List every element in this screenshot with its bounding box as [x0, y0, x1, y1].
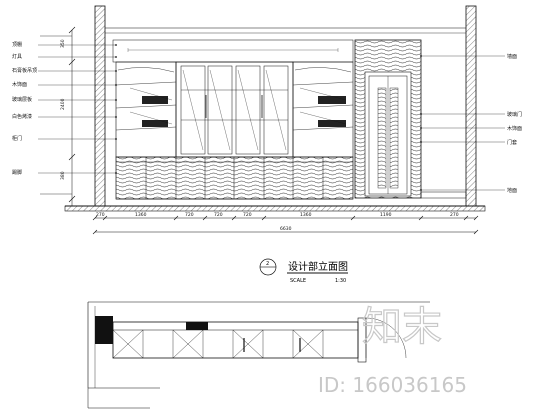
svg-text:白色烤漆: 白色烤漆 [12, 113, 32, 120]
left-callout: 木饰面 [12, 81, 116, 88]
left-callouts: 顶棚 灯具 石膏板吊顶 木饰面 玻璃层板 白色烤漆 [12, 41, 117, 176]
right-wall [465, 5, 477, 207]
dim-bottom-7: 1190 [380, 212, 392, 218]
svg-text:玻璃门: 玻璃门 [507, 111, 522, 118]
right-callout: 墙面 [421, 53, 517, 60]
svg-text:踢脚: 踢脚 [12, 169, 22, 176]
left-callout: 石膏板吊顶 [12, 67, 116, 74]
bottom-dimensions: 270 1360 720 720 720 1360 1190 270 6630 [92, 212, 479, 235]
plan-cabinet-run [112, 321, 359, 359]
watermark-logo: 知末 [362, 304, 442, 350]
left-callout: 踢脚 [12, 169, 116, 176]
dim-vertical-3: 350 [60, 39, 66, 48]
left-callout: 白色烤漆 [12, 113, 116, 120]
left-callout: 顶棚 [12, 41, 116, 48]
svg-text:玻璃层板: 玻璃层板 [12, 96, 32, 103]
svg-text:柜门: 柜门 [12, 135, 22, 142]
plan-wall-solid [95, 316, 113, 344]
dim-bottom-5: 720 [243, 212, 252, 218]
elevation: 2400 380 350 顶棚 灯具 石膏板吊顶 木饰面 [12, 5, 522, 235]
svg-text:木饰面: 木饰面 [507, 125, 522, 132]
left-callout: 玻璃层板 [12, 96, 116, 103]
right-callout: 木饰面 [421, 125, 522, 132]
plan-view [87, 301, 430, 409]
svg-text:石膏板吊顶: 石膏板吊顶 [12, 67, 37, 74]
dim-total: 6630 [280, 226, 292, 232]
page-title: 设计部立面图 [288, 260, 348, 273]
svg-text:灯具: 灯具 [12, 53, 22, 60]
left-callout: 灯具 [12, 53, 116, 60]
dim-vertical-2: 380 [60, 171, 66, 180]
dim-bottom-4: 720 [214, 212, 223, 218]
glass-cabinet-doors [175, 61, 294, 158]
dim-vertical-1: 2400 [60, 98, 66, 110]
right-callouts: 墙面 玻璃门 木饰面 门套 地面 [420, 53, 522, 194]
svg-text:木饰面: 木饰面 [12, 81, 27, 88]
dim-bottom-2: 1360 [135, 212, 147, 218]
symbol-number: 2 [266, 261, 269, 267]
door-surround [354, 39, 422, 199]
dim-bottom-1: 270 [96, 212, 105, 218]
dim-bottom-6: 1360 [300, 212, 312, 218]
soffit-panel [112, 39, 354, 63]
floor-slab [64, 205, 486, 212]
right-callout: 地面 [421, 187, 517, 194]
right-shelf-unit [292, 61, 354, 158]
right-callout: 门套 [421, 139, 517, 146]
right-callout: 玻璃门 [421, 111, 522, 118]
vertical-dimension: 2400 380 350 [40, 26, 76, 206]
left-callout: 柜门 [12, 135, 116, 142]
drawing-title: 2 设计部立面图 SCALE 1:30 [259, 258, 348, 284]
svg-text:地面: 地面 [507, 187, 517, 194]
watermark-id: ID: 166036165 [318, 373, 467, 397]
scale-label: SCALE [290, 278, 306, 284]
left-shelf-unit [115, 61, 177, 158]
watermark: 知末 ID: 166036165 [318, 303, 467, 397]
base-cabinets [115, 156, 354, 200]
svg-text:门套: 门套 [507, 139, 517, 146]
scale-value: 1:30 [335, 278, 346, 284]
svg-text:顶棚: 顶棚 [12, 41, 22, 48]
dim-bottom-3: 720 [185, 212, 194, 218]
left-wall [94, 5, 106, 207]
svg-text:墙面: 墙面 [507, 53, 517, 60]
dim-bottom-8: 270 [450, 212, 459, 218]
